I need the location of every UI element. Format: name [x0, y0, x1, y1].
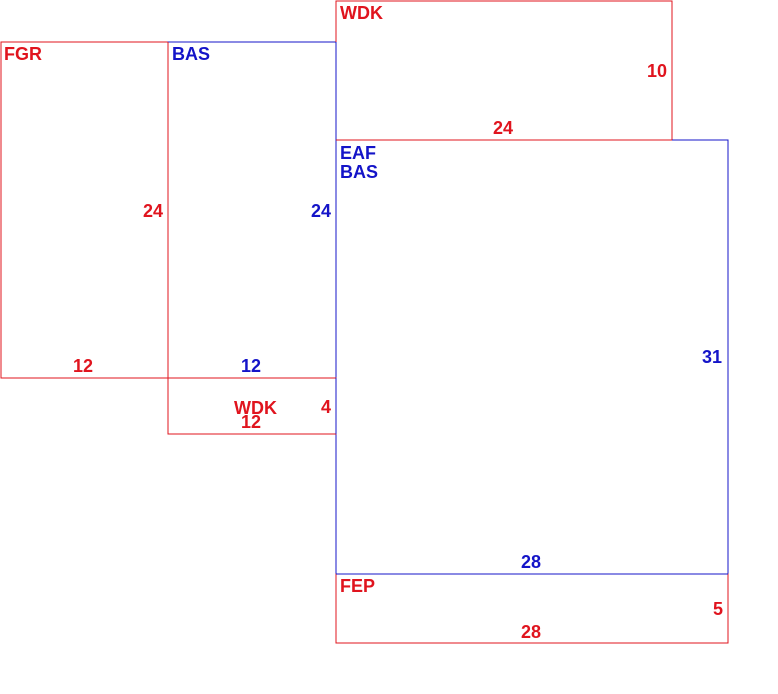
block-wdk-top: WDK 10 24	[335, 0, 673, 141]
block-wdk-top-bottom-value: 24	[493, 118, 513, 138]
block-eaf-bas-label-2: BAS	[340, 162, 378, 182]
block-wdk-top-side-value: 10	[647, 61, 667, 81]
block-fep-side-value: 5	[713, 599, 723, 619]
block-eaf-bas-side-value: 31	[702, 347, 722, 367]
block-bas-side-value: 24	[311, 201, 331, 221]
block-bas-label: BAS	[172, 44, 210, 64]
block-fgr: FGR 24 12	[0, 41, 169, 379]
block-bas-bottom-value: 12	[241, 356, 261, 376]
block-wdk-small-bottom-value: 12	[241, 412, 261, 432]
block-wdk-small-side-value: 4	[321, 397, 331, 417]
block-eaf-bas: EAF BAS 31 28	[335, 139, 729, 575]
block-eaf-bas-label-1: EAF	[340, 143, 376, 163]
block-eaf-bas-outline	[335, 139, 729, 575]
block-fep-label: FEP	[340, 576, 375, 596]
block-fgr-label: FGR	[4, 44, 42, 64]
block-wdk-small-label: WDK	[234, 398, 277, 418]
block-bas: BAS 24 12	[167, 41, 337, 379]
block-fgr-side-value: 24	[143, 201, 163, 221]
block-fep: FEP 5 28	[335, 573, 729, 644]
block-fep-bottom-value: 28	[521, 622, 541, 642]
block-wdk-small: WDK 4 12	[167, 377, 337, 435]
block-wdk-top-label: WDK	[340, 3, 383, 23]
block-fgr-bottom-value: 12	[73, 356, 93, 376]
block-eaf-bas-bottom-value: 28	[521, 552, 541, 572]
